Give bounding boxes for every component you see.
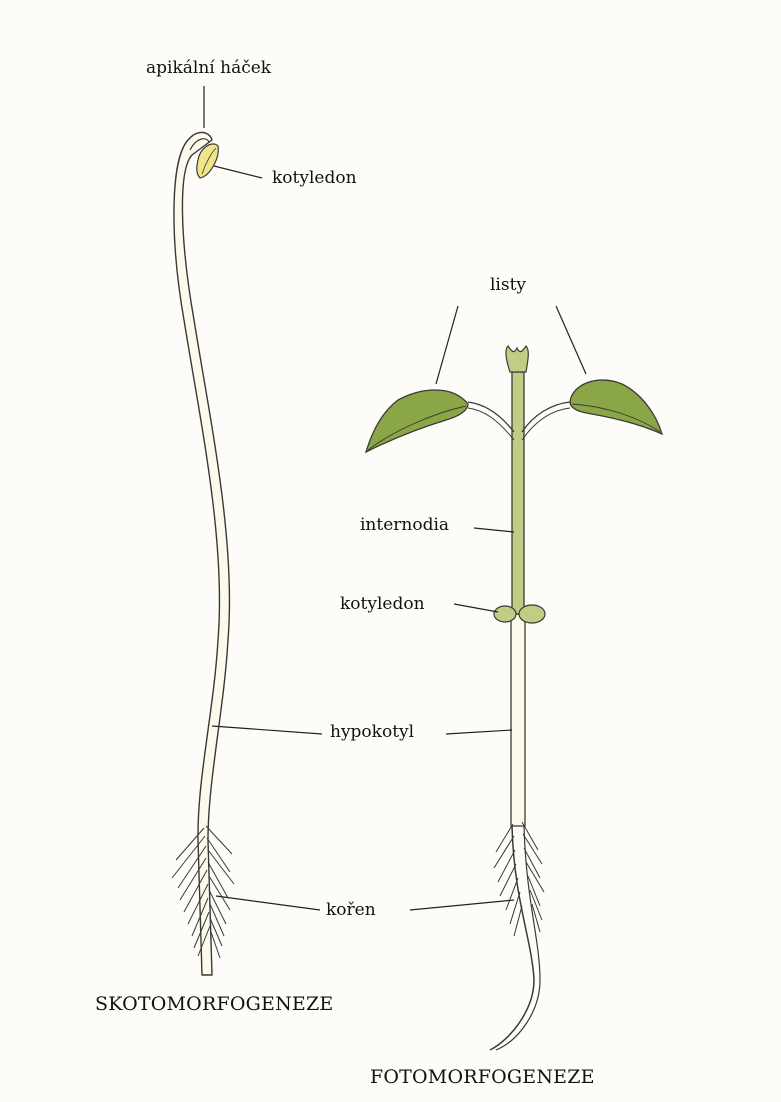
leader-root-light xyxy=(410,900,514,910)
caption-skotomorphogenesis: SKOTOMORFOGENEZE xyxy=(95,993,333,1015)
deetiolated-internode xyxy=(512,372,524,614)
label-apical-hook: apikální háček xyxy=(146,58,271,78)
leader-cotyledon-light xyxy=(454,604,498,612)
label-cotyledon-dark: kotyledon xyxy=(272,168,357,188)
deetiolated-hypocotyl xyxy=(511,614,525,826)
label-root: kořen xyxy=(326,900,376,920)
etiolated-seedling xyxy=(172,86,322,975)
deetiolated-cotyledon-right xyxy=(519,605,545,623)
leader-cotyledon-dark xyxy=(214,166,262,178)
deetiolated-taproot xyxy=(490,826,534,1050)
deetiolated-seedling xyxy=(366,306,662,1050)
label-internodes: internodia xyxy=(360,515,449,535)
label-cotyledon-light: kotyledon xyxy=(340,594,425,614)
leader-leaves-right xyxy=(556,306,586,374)
leaf-right xyxy=(570,380,662,434)
label-hypocotyl: hypokotyl xyxy=(330,722,414,742)
deetiolated-root-hairs xyxy=(494,822,544,936)
leader-hypocotyl-dark xyxy=(212,726,322,734)
leader-hypocotyl-light xyxy=(446,730,512,734)
leader-leaves-left xyxy=(436,306,458,384)
label-leaves: listy xyxy=(490,275,526,295)
shoot-apex xyxy=(506,346,528,372)
leaf-left xyxy=(366,390,468,452)
leader-internodes xyxy=(474,528,514,532)
leader-root-dark xyxy=(216,896,320,910)
deetiolated-cotyledon-left xyxy=(494,606,516,622)
caption-photomorphogenesis: FOTOMORFOGENEZE xyxy=(370,1066,595,1088)
etiolated-hypocotyl xyxy=(174,132,230,975)
